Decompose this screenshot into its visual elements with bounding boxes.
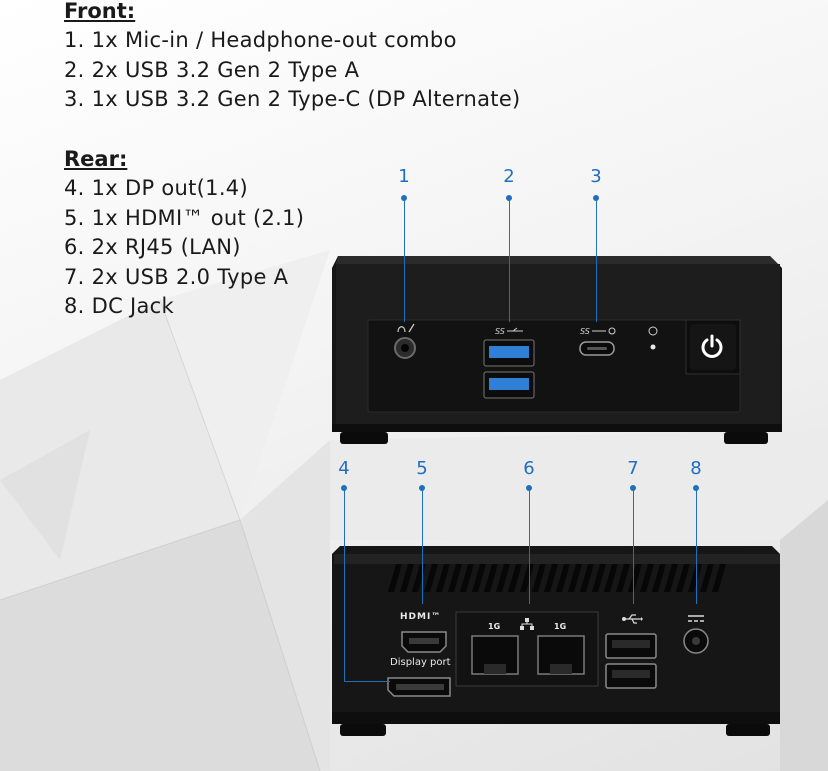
front-heading: Front:	[64, 0, 136, 23]
front-spec-list: 1. 1x Mic-in / Headphone-out combo 2. 2x…	[64, 26, 521, 115]
callout-number-3: 3	[590, 166, 602, 187]
display-port-label: Display port	[390, 657, 451, 668]
callout-number-1: 1	[398, 166, 410, 187]
rear-spec-section: Rear: 4. 1x DP out(1.4) 5. 1x HDMI™ out …	[64, 146, 304, 322]
rear-spec-list: 4. 1x DP out(1.4) 5. 1x HDMI™ out (2.1) …	[64, 174, 304, 322]
lan-left-speed-label: 1G	[488, 622, 501, 631]
power-icon	[701, 334, 723, 358]
callout-line	[529, 488, 530, 604]
callout-number-4: 4	[338, 458, 350, 479]
svg-text:SS: SS	[495, 327, 505, 336]
front-device-image	[332, 256, 782, 444]
list-item: 2. 2x USB 3.2 Gen 2 Type A	[64, 57, 360, 82]
network-icon	[520, 618, 534, 630]
callout-line	[404, 198, 405, 322]
callout-line	[344, 488, 345, 682]
list-item: 8. DC Jack	[64, 294, 174, 318]
callout-line	[696, 488, 697, 604]
callout-line	[596, 198, 597, 322]
list-item: 3. 1x USB 3.2 Gen 2 Type-C (DP Alternate…	[64, 87, 521, 111]
headset-icon	[397, 323, 415, 333]
front-spec-section: Front: 1. 1x Mic-in / Headphone-out comb…	[64, 0, 521, 115]
callout-number-8: 8	[690, 458, 702, 479]
callout-line	[509, 198, 510, 322]
dc-power-icon	[688, 615, 704, 622]
callout-line-horizontal	[344, 681, 390, 682]
list-item: 6. 2x RJ45 (LAN)	[64, 235, 241, 259]
led-indicator-icon	[648, 326, 658, 336]
list-item: 7. 2x USB 2.0 Type A	[64, 264, 289, 289]
callout-number-2: 2	[503, 166, 515, 187]
hdmi-logo: HDMI™	[400, 612, 442, 622]
callout-number-7: 7	[627, 458, 639, 479]
callout-number-6: 6	[523, 458, 535, 479]
svg-text:SS: SS	[580, 327, 590, 336]
usb3-typec-logo-icon: SS	[580, 327, 616, 336]
callout-line	[633, 488, 634, 604]
list-item: 4. 1x DP out(1.4)	[64, 176, 248, 200]
list-item: 5. 1x HDMI™ out (2.1)	[64, 205, 305, 230]
callout-number-5: 5	[416, 458, 428, 479]
rear-heading: Rear:	[64, 147, 128, 171]
callout-line	[422, 488, 423, 604]
list-item: 1. 1x Mic-in / Headphone-out combo	[64, 28, 457, 52]
usb3-logo-icon: SS	[495, 327, 523, 336]
lan-right-speed-label: 1G	[554, 622, 567, 631]
usb-icon	[622, 614, 643, 624]
